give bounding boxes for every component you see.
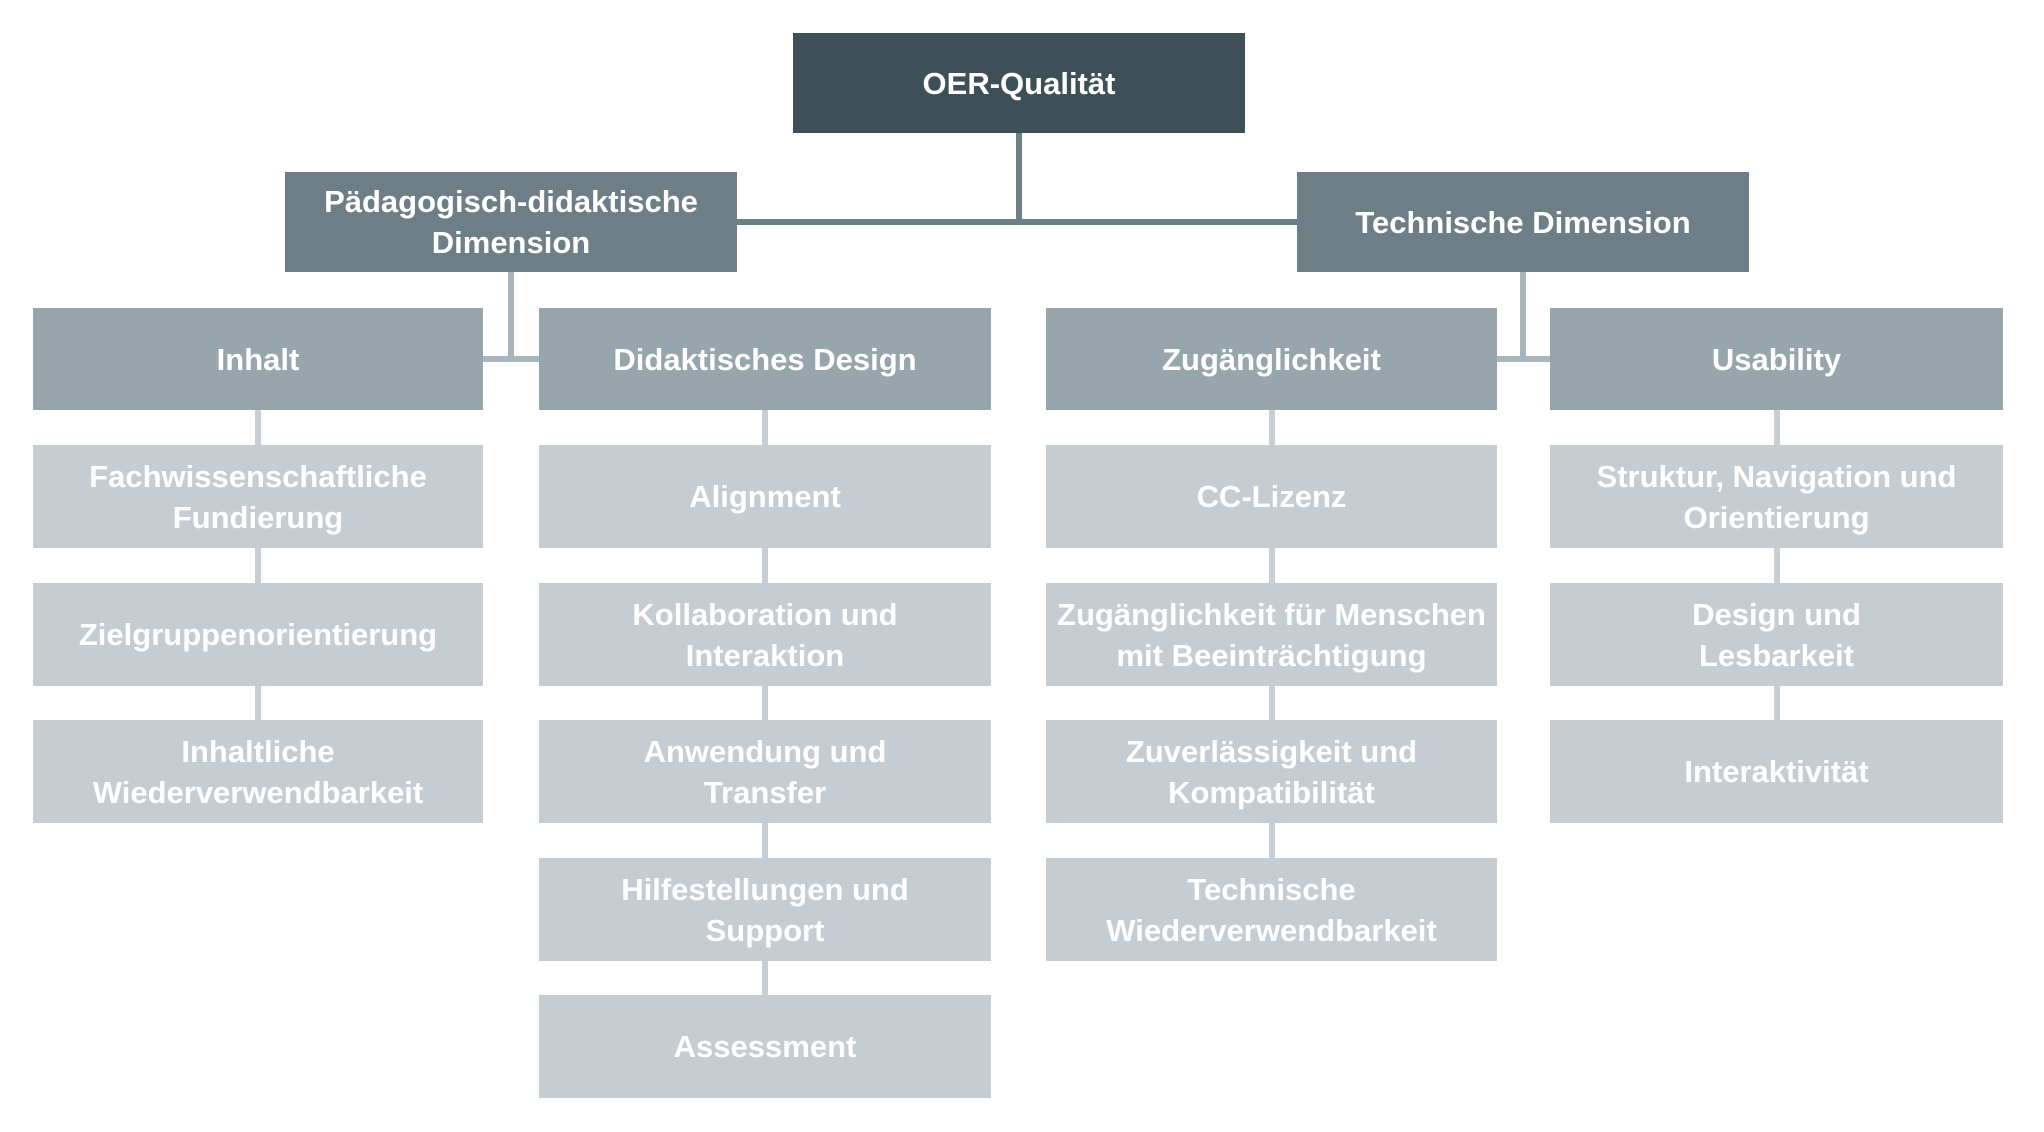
connector-technisch-vertical [1520,272,1526,362]
node-anwendung-und-transfer: Anwendung und Transfer [539,720,991,823]
node-label: Design und Lesbarkeit [1692,596,1861,673]
node-label: Inhalt [216,341,300,377]
node-label: Alignment [689,479,841,514]
node-label: Zugänglichkeit für Menschen mit Beeinträ… [1057,596,1486,673]
node-alignment: Alignment [539,445,991,548]
node-label: CC-Lizenz [1196,479,1347,514]
node-label: Zuverlässigkeit und Kompatibilität [1125,733,1418,810]
node-label: OER-Qualität [922,65,1116,101]
node-label: Kollaboration und Interaktion [632,596,898,673]
node-label: Zielgruppenorientierung [78,617,438,652]
node-assessment: Assessment [539,995,991,1098]
node-label: Didaktisches Design [613,341,917,377]
node-label: Anwendung und Transfer [643,733,887,810]
node-label: Interaktivität [1684,754,1869,789]
node-paedagogisch-didaktische-dimension: Pädagogisch-didaktische Dimension [285,172,737,272]
connector-root-bus [737,219,1297,225]
node-zugaenglichkeit-fuer-menschen-mit-beeintraechtigung: Zugänglichkeit für Menschen mit Beeinträ… [1046,583,1497,686]
connector-col3-seg2 [1269,548,1275,583]
node-cc-lizenz: CC-Lizenz [1046,445,1497,548]
node-label: Technische Dimension [1355,204,1691,240]
node-interaktivitaet: Interaktivität [1550,720,2003,823]
connector-col4-seg3 [1774,685,1780,720]
node-label: Usability [1711,341,1842,377]
connector-paedagogisch-stub [483,356,539,362]
node-technische-dimension: Technische Dimension [1297,172,1749,272]
node-didaktisches-design: Didaktisches Design [539,308,991,410]
node-label: Inhaltliche Wiederverwendbarkeit [92,733,424,810]
node-design-und-lesbarkeit: Design und Lesbarkeit [1550,583,2003,686]
node-oer-qualitaet: OER-Qualität [793,33,1245,133]
connector-col3-seg1 [1269,410,1275,445]
connector-col2-seg1 [762,410,768,445]
connector-col2-seg2 [762,548,768,583]
node-zielgruppenorientierung: Zielgruppenorientierung [33,583,483,686]
connector-technisch-stub [1497,356,1550,362]
node-label: Assessment [673,1029,857,1064]
node-label: Fachwissenschaftliche Fundierung [89,458,427,535]
connector-col2-seg4 [762,823,768,858]
node-label: Hilfestellungen und Support [621,871,909,948]
node-struktur-navigation-und-orientierung: Struktur, Navigation und Orientierung [1550,445,2003,548]
node-label: Pädagogisch-didaktische Dimension [324,184,698,260]
connector-col1-seg2 [255,548,261,583]
connector-col2-seg5 [762,961,768,995]
node-inhalt: Inhalt [33,308,483,410]
node-kollaboration-und-interaktion: Kollaboration und Interaktion [539,583,991,686]
connector-col1-seg1 [255,410,261,445]
node-inhaltliche-wiederverwendbarkeit: Inhaltliche Wiederverwendbarkeit [33,720,483,823]
node-label: Zugänglichkeit [1162,341,1381,377]
node-hilfestellungen-und-support: Hilfestellungen und Support [539,858,991,961]
connector-col3-seg3 [1269,685,1275,720]
node-zugaenglichkeit: Zugänglichkeit [1046,308,1497,410]
node-usability: Usability [1550,308,2003,410]
node-fachwissenschaftliche-fundierung: Fachwissenschaftliche Fundierung [33,445,483,548]
connector-paedagogisch-vertical [508,272,514,362]
connector-col2-seg3 [762,685,768,720]
node-label: Technische Wiederverwendbarkeit [1106,871,1437,948]
connector-col4-seg2 [1774,548,1780,583]
node-label: Struktur, Navigation und Orientierung [1596,458,1957,535]
connector-col4-seg1 [1774,410,1780,445]
connector-col1-seg3 [255,685,261,720]
connector-root-vertical [1016,133,1022,225]
connector-col3-seg4 [1269,823,1275,858]
node-zuverlaessigkeit-und-kompatibilitaet: Zuverlässigkeit und Kompatibilität [1046,720,1497,823]
node-technische-wiederverwendbarkeit: Technische Wiederverwendbarkeit [1046,858,1497,961]
